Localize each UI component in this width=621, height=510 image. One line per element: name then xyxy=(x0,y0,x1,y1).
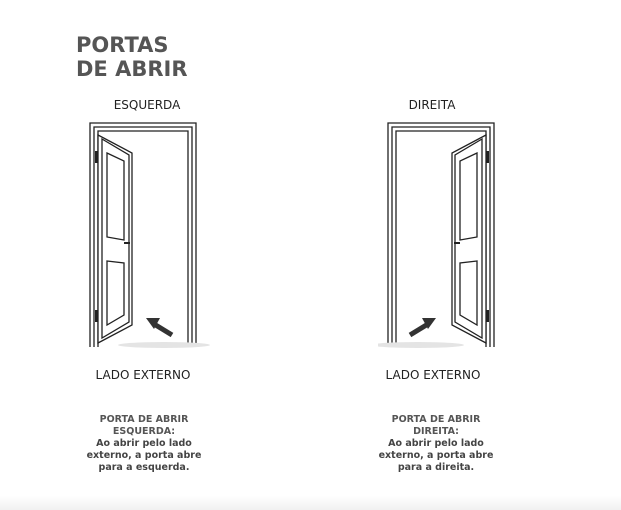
left-side-label: LADO EXTERNO xyxy=(95,368,191,382)
right-side-label: LADO EXTERNO xyxy=(385,368,481,382)
right-desc-heading: PORTA DE ABRIR DIREITA: xyxy=(391,414,481,437)
right-door-label: DIREITA xyxy=(408,98,456,112)
right-door-description: PORTA DE ABRIR DIREITA: Ao abrir pelo la… xyxy=(356,414,516,474)
left-desc-body: Ao abrir pelo lado externo, a porta abre… xyxy=(86,438,202,473)
left-door-illustration xyxy=(89,122,210,348)
bottom-shade xyxy=(0,496,621,510)
left-arrow-icon xyxy=(146,318,174,338)
page-title: PORTAS DE ABRIR xyxy=(76,33,188,81)
title-line-2: DE ABRIR xyxy=(76,57,188,81)
left-door-label: ESQUERDA xyxy=(113,98,181,112)
left-door-description: PORTA DE ABRIR ESQUERDA: Ao abrir pelo l… xyxy=(64,414,224,474)
left-desc-heading: PORTA DE ABRIR ESQUERDA: xyxy=(99,414,189,437)
title-line-1: PORTAS xyxy=(76,33,169,57)
right-door-illustration xyxy=(378,122,495,348)
right-arrow-icon xyxy=(408,318,436,338)
right-desc-body: Ao abrir pelo lado externo, a porta abre… xyxy=(378,438,494,473)
